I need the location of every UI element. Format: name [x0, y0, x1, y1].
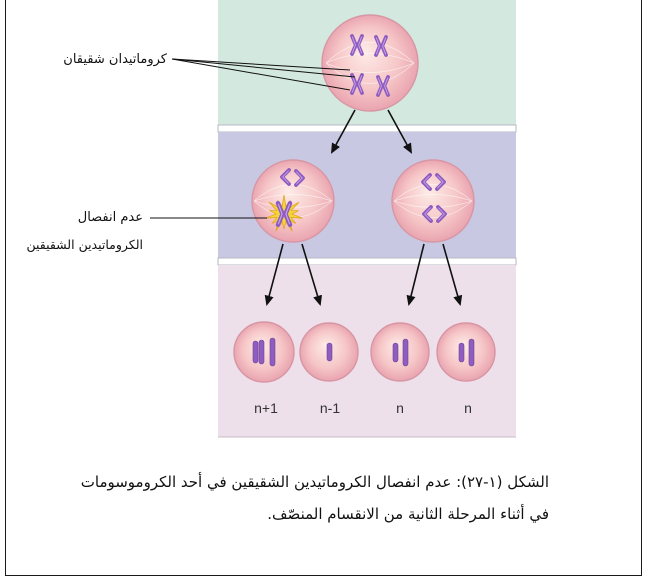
figure-caption-line-2: في أثناء المرحلة الثانية من الانقسام الم… — [267, 503, 549, 525]
chromosome — [459, 343, 464, 362]
cell-membrane — [392, 160, 474, 242]
cell-membrane — [252, 160, 334, 242]
gamete-cell-n-plus-1 — [234, 322, 294, 382]
figure-caption-line-1: الشكل (١-٢٧): عدم انفصال الكروماتيدين ال… — [81, 471, 549, 493]
ploidy-label: n — [448, 399, 488, 417]
chromosome — [259, 340, 264, 364]
chromosome — [327, 343, 332, 361]
chromosome — [393, 343, 398, 362]
parent-cell — [322, 15, 418, 111]
daughter-cell-nondisjunction — [252, 160, 334, 242]
nondisjunction-label-line-1: عدم انفصال — [78, 209, 143, 227]
stage-separator — [218, 125, 516, 132]
cell-membrane — [437, 323, 495, 381]
ploidy-label: n — [380, 399, 420, 417]
ploidy-label: n+1 — [246, 399, 286, 417]
chromosome — [253, 341, 258, 363]
chromosome — [469, 339, 474, 366]
ploidy-label: n-1 — [310, 399, 350, 417]
cell-membrane — [371, 323, 429, 381]
sister-chromatids-label: كروماتيدان شقيقان — [63, 51, 167, 69]
gamete-cell-n — [371, 323, 429, 381]
chromosome — [270, 338, 275, 366]
nondisjunction-label-line-2: الكروماتيدين الشقيقين — [26, 236, 143, 254]
stage-separator — [218, 258, 516, 265]
gamete-cell-n-minus-1 — [300, 323, 358, 381]
chromosome — [403, 339, 408, 366]
cell-membrane — [322, 15, 418, 111]
gamete-cell-n — [437, 323, 495, 381]
daughter-cell-normal — [392, 160, 474, 242]
